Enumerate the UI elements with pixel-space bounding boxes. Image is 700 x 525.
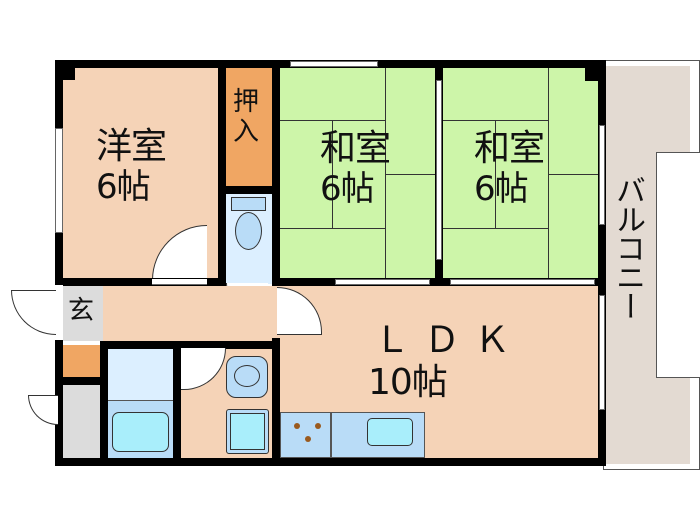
entrance-label: 玄 xyxy=(68,296,94,326)
wall-closet-toilet xyxy=(226,186,272,194)
sink-icon xyxy=(367,418,413,446)
sliding-door-ldk-1[interactable] xyxy=(335,279,430,285)
wall-entrance-lower xyxy=(63,377,103,385)
western-room-size: 6帖 xyxy=(96,167,151,207)
ldk-name: ＬＤＫ xyxy=(374,320,525,361)
tatami-lines-1 xyxy=(280,68,435,278)
front-door[interactable] xyxy=(11,290,56,335)
window-western xyxy=(55,128,63,233)
sliding-door-ldk-2[interactable] xyxy=(450,279,595,285)
wall-left-lower xyxy=(55,340,63,466)
wall-right xyxy=(598,60,606,466)
burner xyxy=(305,436,311,442)
ldk-size: 10帖 xyxy=(368,362,448,403)
shoe-closet xyxy=(63,345,100,377)
balcony-notch xyxy=(656,152,700,378)
pillar-2 xyxy=(585,68,598,81)
washing-machine-inner xyxy=(230,413,265,450)
burner xyxy=(315,423,321,429)
japanese-room-1-name: 和室 xyxy=(320,128,391,169)
wall-wash-ldk xyxy=(272,341,280,466)
stove-icon xyxy=(280,412,331,458)
burner xyxy=(294,423,300,429)
closet-label: 押入 xyxy=(233,87,259,147)
window-japanese-1-top xyxy=(290,61,378,67)
wall-entrance-bath xyxy=(100,341,108,466)
window-ldk-right xyxy=(599,295,605,410)
washbasin-bowl xyxy=(234,365,260,387)
storage-door[interactable] xyxy=(28,395,58,425)
japanese-room-1-size: 6帖 xyxy=(320,169,375,209)
wall-western-hall xyxy=(63,278,218,286)
wall-toilet-right xyxy=(272,60,280,295)
closet xyxy=(226,68,272,186)
pillar xyxy=(63,68,75,80)
door-gap-western xyxy=(152,279,207,285)
storage-gray xyxy=(63,385,100,458)
balcony-label: バルコニー xyxy=(610,175,645,320)
western-room-name: 洋室 xyxy=(96,126,167,167)
wall-japanese-ldk xyxy=(280,278,598,286)
tatami-lines-2 xyxy=(443,68,598,278)
toilet-bowl-icon xyxy=(235,212,262,250)
wall-bottom xyxy=(55,458,605,466)
japanese-room-2-size: 6帖 xyxy=(474,169,529,209)
toilet-tank xyxy=(231,197,266,211)
wall-hall-bath xyxy=(100,341,290,349)
sliding-door-japanese[interactable] xyxy=(436,80,442,260)
wall-bath-wash xyxy=(173,341,181,466)
wall-western-closet xyxy=(218,60,226,290)
washbasin-icon xyxy=(226,356,268,398)
hallway xyxy=(103,286,280,341)
entrance xyxy=(63,286,103,341)
bathtub-icon xyxy=(112,412,169,452)
window-japanese-2-right xyxy=(599,125,605,225)
japanese-room-2-name: 和室 xyxy=(474,128,545,169)
